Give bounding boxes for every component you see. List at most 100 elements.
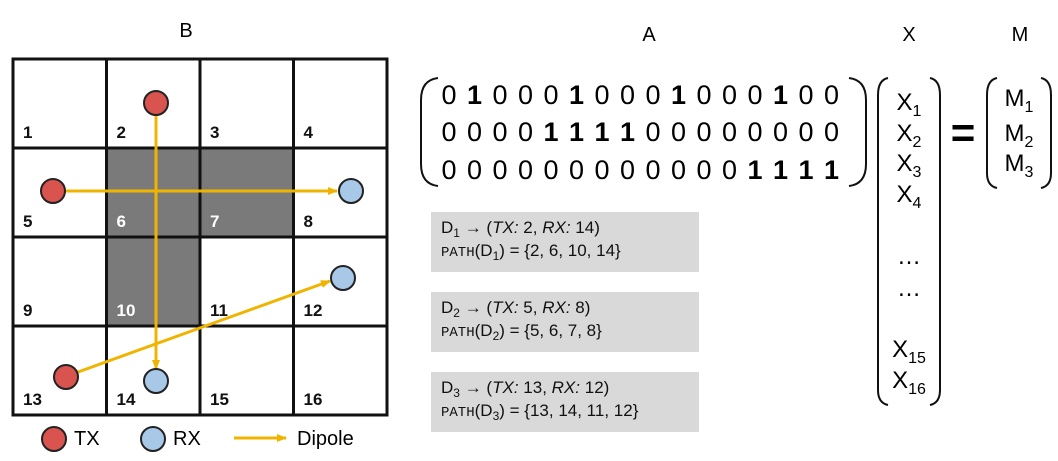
vector-m-left-paren	[986, 77, 998, 189]
matrix-entry: 0	[543, 80, 558, 110]
legend-rx-label: RX	[173, 428, 201, 450]
vector-x-entry: X1	[897, 89, 922, 120]
dipole-def-d1: D1 → (TX: 2, RX: 14)	[441, 218, 600, 240]
vector-x-header: X	[902, 24, 915, 46]
matrix-entry: 0	[467, 117, 482, 147]
legend-rx-icon	[140, 426, 166, 452]
grid-header: B	[179, 20, 192, 42]
matrix-entry: 1	[569, 80, 584, 110]
grid-cell-number: 2	[117, 123, 126, 142]
matrix-entry: 1	[467, 80, 482, 110]
grid-cell-number: 12	[304, 301, 323, 320]
grid-cell-number: 1	[23, 123, 32, 142]
matrix-entry: 1	[543, 117, 558, 147]
matrix-entry: 0	[645, 155, 660, 185]
matrix-entry: 1	[594, 117, 609, 147]
rx-node-12	[330, 265, 356, 291]
matrix-entry: 0	[722, 80, 737, 110]
matrix-entry: 0	[824, 117, 839, 147]
matrix-entry: 0	[441, 155, 456, 185]
grid-cell-number: 8	[304, 212, 313, 231]
dipole-def-d2: D2 → (TX: 5, RX: 8)	[441, 298, 591, 320]
matrix-entry: 0	[747, 117, 762, 147]
grid-cell-number: 10	[117, 301, 136, 320]
vector-m-entry: M1	[1005, 85, 1034, 116]
dipole-path-d2: PATH(D2) = {5, 6, 7, 8}	[441, 321, 602, 343]
vector-m-entry: M2	[1005, 120, 1034, 151]
vector-m-right-paren	[1040, 77, 1052, 189]
matrix-entry: 0	[620, 155, 635, 185]
matrix-entry: 0	[747, 80, 762, 110]
grid-cell-number: 7	[210, 212, 219, 231]
tx-node-13	[53, 364, 79, 390]
legend-tx-label: TX	[74, 428, 100, 450]
grid-cell-number: 9	[23, 301, 32, 320]
matrix-entry: 0	[569, 155, 584, 185]
grid-cell-number: 6	[117, 212, 126, 231]
matrix-entry: 0	[722, 155, 737, 185]
grid-cell-number: 15	[210, 390, 229, 409]
vector-x-entry: X4	[897, 181, 922, 212]
matrix-entry: 0	[492, 80, 507, 110]
grid-cell-16	[292, 324, 389, 417]
matrix-entry: 0	[798, 117, 813, 147]
vector-x-entry: X3	[897, 150, 922, 181]
grid-cell-number: 5	[23, 212, 32, 231]
matrix-entry: 1	[569, 117, 584, 147]
matrix-entry: 0	[696, 80, 711, 110]
matrix-entry: 0	[696, 155, 711, 185]
matrix-entry: 0	[518, 155, 533, 185]
matrix-entry: 0	[518, 117, 533, 147]
matrix-entry: 1	[824, 155, 839, 185]
matrix-entry: 0	[824, 80, 839, 110]
matrix-entry: 0	[798, 80, 813, 110]
grid-cell-number: 3	[210, 123, 219, 142]
dipole-arrow-d3	[66, 279, 331, 378]
dipole-info-d3: D3 → (TX: 13, RX: 12) PATH(D3) = {13, 14…	[431, 372, 699, 432]
vector-x-entry: X2	[897, 120, 922, 151]
dipole-path-d3: PATH(D3) = {13, 14, 11, 12}	[441, 401, 639, 423]
rx-node-8	[338, 178, 364, 204]
matrix-entry: 0	[773, 117, 788, 147]
matrix-entry: 0	[441, 80, 456, 110]
matrix-entry: 1	[747, 155, 762, 185]
dipole-info-d2: D2 → (TX: 5, RX: 8) PATH(D2) = {5, 6, 7,…	[431, 292, 699, 352]
dipole-def-d3: D3 → (TX: 13, RX: 12)	[441, 378, 610, 400]
legend-tx-icon	[41, 426, 67, 452]
matrix-entry: 0	[543, 155, 558, 185]
rx-node-14	[143, 368, 169, 394]
matrix-header: A	[642, 24, 656, 46]
matrix-entry: 0	[722, 117, 737, 147]
matrix-entry: 0	[696, 117, 711, 147]
vector-x-entry: …	[897, 275, 921, 302]
matrix-entry: 1	[773, 80, 788, 110]
matrix-entry: 0	[671, 155, 686, 185]
grid-cell-number: 14	[117, 390, 136, 409]
grid-cell-number: 13	[23, 390, 42, 409]
vector-m-header: M	[1012, 24, 1029, 46]
matrix-entry: 0	[645, 80, 660, 110]
matrix-entry: 1	[798, 155, 813, 185]
dipole-layer	[40, 90, 364, 394]
vector-x-entry: …	[897, 243, 921, 270]
tx-node-2	[143, 90, 169, 116]
tx-node-5	[40, 178, 66, 204]
vector-x-left-paren	[877, 77, 889, 406]
grid-cell-14	[105, 324, 202, 417]
dipole-path-d1: PATH(D1) = {2, 6, 10, 14}	[441, 241, 621, 263]
dipole-info-d1: D1 → (TX: 2, RX: 14) PATH(D1) = {2, 6, 1…	[431, 212, 699, 272]
grid-cell-number: 4	[304, 123, 314, 142]
matrix-entry: 1	[773, 155, 788, 185]
grid-cell-number: 11	[210, 301, 228, 320]
matrix-entry: 0	[594, 155, 609, 185]
matrix-entry: 0	[645, 117, 660, 147]
legend-dipole-label: Dipole	[297, 428, 354, 450]
matrix-entry: 0	[594, 80, 609, 110]
matrix-entry: 0	[492, 117, 507, 147]
grid-cell-15	[198, 324, 295, 417]
matrix-entry: 0	[467, 155, 482, 185]
